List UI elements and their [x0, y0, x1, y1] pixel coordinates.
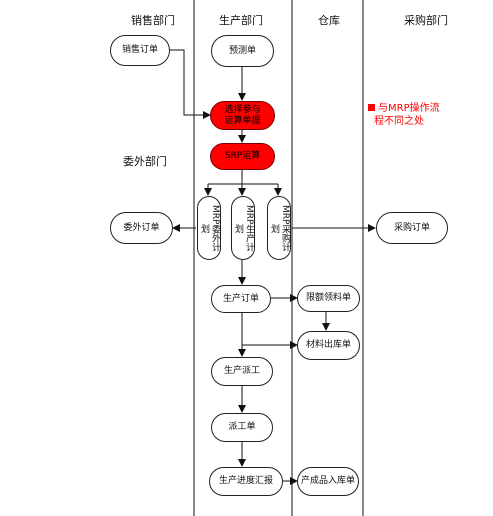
node-material-out[interactable]: 材料出库单	[297, 331, 360, 360]
lane-title-production: 生产部门	[219, 14, 263, 27]
legend: 与MRP操作流 程不同之处	[368, 102, 440, 128]
node-limit-picking[interactable]: 限额领料单	[297, 285, 360, 312]
connectors	[170, 49, 376, 485]
node-progress-report[interactable]: 生产进度汇报	[209, 467, 283, 496]
lane-title-purchasing: 采购部门	[404, 14, 448, 27]
node-production-order[interactable]: 生产订单	[211, 285, 271, 313]
mrp-purchase-label: MRP采购计划	[269, 204, 290, 252]
node-mrp-production[interactable]: MRP生产计划	[231, 196, 255, 260]
node-dispatch[interactable]: 生产派工	[211, 357, 273, 386]
arrow-prod-to-material-out	[241, 312, 298, 349]
node-sales-order[interactable]: 销售订单	[110, 35, 170, 66]
legend-red-square-icon	[368, 104, 375, 111]
lane-dividers	[193, 0, 364, 516]
node-mrp-outsource[interactable]: MRP委外计划	[197, 196, 221, 260]
lane-title-outsource: 委外部门	[123, 155, 167, 168]
legend-line2: 程不同之处	[374, 116, 424, 127]
node-srp[interactable]: SRP运算	[210, 143, 275, 170]
node-select-params[interactable]: 选择参与运算单据	[210, 101, 275, 130]
arrow-sales-to-select	[170, 49, 211, 119]
lane-title-warehouse: 仓库	[318, 14, 340, 27]
node-finished-in[interactable]: 产成品入库单	[297, 467, 359, 496]
legend-line1: 与MRP操作流	[378, 103, 440, 114]
node-dispatch-sheet[interactable]: 派工单	[211, 413, 273, 442]
node-outsource-order[interactable]: 委外订单	[110, 212, 173, 244]
mrp-production-label: MRP生产计划	[233, 204, 254, 252]
node-purchase-order[interactable]: 采购订单	[376, 212, 448, 244]
node-forecast[interactable]: 预测单	[211, 35, 274, 67]
node-mrp-purchase[interactable]: MRP采购计划	[267, 196, 291, 260]
mrp-outsource-label: MRP委外计划	[199, 204, 220, 252]
lane-title-sales: 销售部门	[131, 14, 175, 27]
